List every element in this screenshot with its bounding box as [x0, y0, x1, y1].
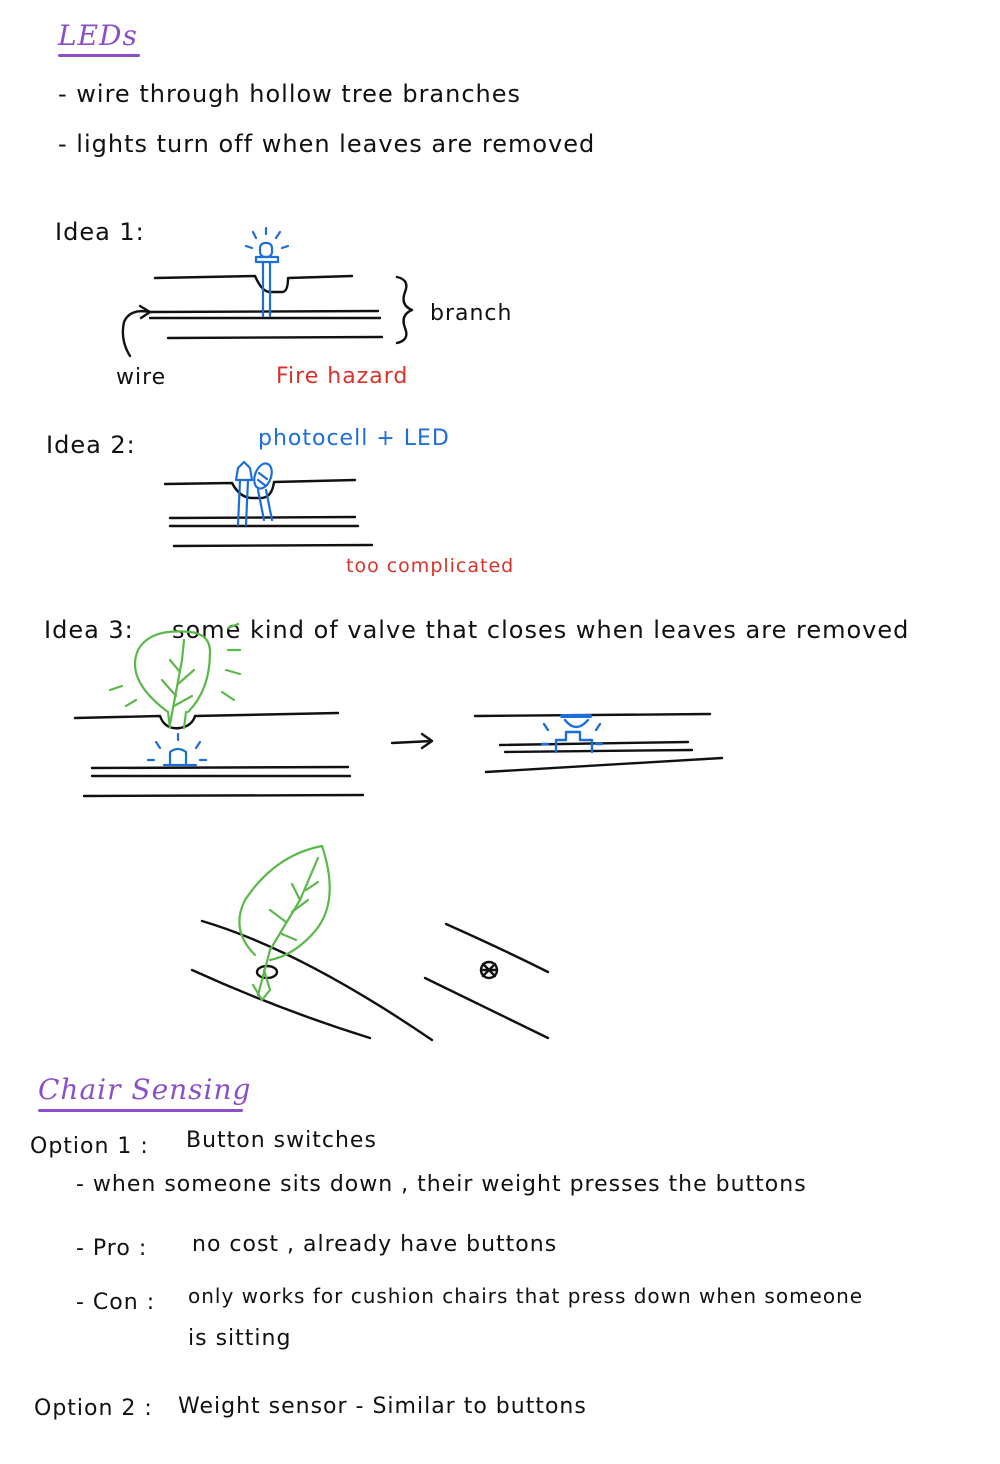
option1-label: Option 1 : [30, 1134, 149, 1159]
idea2-component-label: photocell + LED [258, 426, 450, 451]
con-label: - Con : [76, 1290, 156, 1315]
idea2-branch-diagram [163, 478, 374, 548]
con-text-line1: only works for cushion chairs that press… [188, 1284, 864, 1308]
idea3-led-left [146, 732, 208, 767]
idea1-led [244, 226, 290, 318]
perspective-branch-right [423, 922, 550, 1040]
pro-label: - Pro : [76, 1236, 148, 1261]
idea3-label: Idea 3: [44, 616, 134, 644]
leds-heading-underline [58, 54, 140, 57]
idea3-branch-left [73, 711, 365, 798]
idea1-wire-label: wire [116, 365, 167, 390]
option1-detail: - when someone sits down , their weight … [76, 1172, 807, 1197]
pro-text: no cost , already have buttons [192, 1232, 558, 1257]
idea3-valve-right [540, 714, 604, 754]
perspective-leaf [238, 844, 331, 1002]
idea1-note: Fire hazard [276, 364, 409, 389]
leds-bullet-2: - lights turn off when leaves are remove… [58, 130, 596, 158]
option2-title: Weight sensor - Similar to buttons [178, 1394, 587, 1419]
idea3-leaf-left [108, 622, 242, 730]
idea3-branch-right [473, 712, 724, 774]
con-text-line2: is sitting [188, 1326, 292, 1351]
idea1-branch-label: branch [430, 301, 513, 326]
leds-heading: LEDs [58, 19, 138, 52]
chair-heading-underline [38, 1109, 243, 1112]
chair-heading: Chair Sensing [38, 1073, 252, 1106]
idea1-label: Idea 1: [55, 218, 145, 246]
idea1-branch-diagram [121, 274, 414, 358]
idea2-note: too complicated [346, 555, 515, 577]
leds-bullet-1: - wire through hollow tree branches [58, 80, 522, 108]
perspective-branch-left [190, 919, 434, 1042]
option2-label: Option 2 : [34, 1396, 153, 1421]
idea2-label: Idea 2: [46, 431, 136, 459]
option1-title: Button switches [186, 1128, 377, 1153]
idea2-photocell-led [234, 460, 274, 527]
transition-arrow [390, 732, 434, 750]
idea3-text: some kind of valve that closes when leav… [172, 616, 910, 644]
